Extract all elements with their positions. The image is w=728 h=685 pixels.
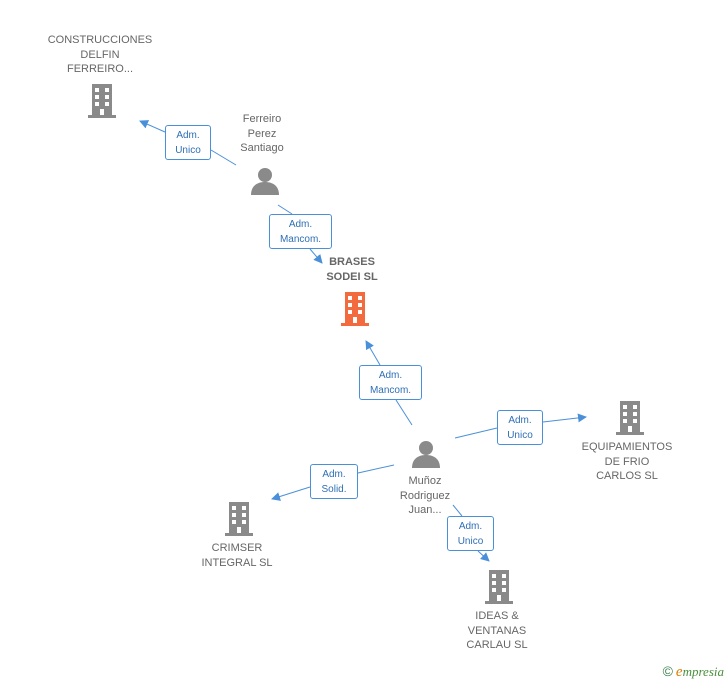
person-label-munoz-rodriguez[interactable]: Muñoz Rodriguez Juan... [399,475,451,516]
building-icon[interactable] [614,401,646,435]
relation-edge [357,464,395,474]
relation-edge [477,550,490,562]
person-label-ferreiro-perez[interactable]: Ferreiro Perez Santiago [240,113,284,154]
relation-edge [542,413,587,423]
role-badge-adm-unico[interactable]: Adm. Unico [497,410,543,445]
company-label-crimser[interactable]: CRIMSER INTEGRAL SL [201,542,273,569]
building-icon[interactable] [223,502,255,536]
copyright-icon: © [662,663,673,679]
relation-edge [395,399,413,426]
relation-edge [452,504,463,517]
main-company-label-brases-sodei[interactable]: BRASES SODEI SL [326,256,378,283]
relation-edge [139,120,166,133]
company-label-construcciones-delfin[interactable]: CONSTRUCCIONES DELFIN FERREIRO... [47,34,153,75]
relation-edge [309,248,323,264]
brand-name: mpresia [682,664,724,679]
building-icon[interactable] [86,84,118,118]
building-icon[interactable] [339,292,371,326]
building-icon[interactable] [483,570,515,604]
company-label-equipamientos-frio[interactable]: EQUIPAMIENTOS DE FRIO CARLOS SL [581,441,673,482]
company-label-ideas-ventanas[interactable]: IDEAS & VENTANAS CARLAU SL [466,610,528,651]
person-icon[interactable] [250,167,280,195]
relation-edge [271,486,311,501]
relation-edge [277,204,293,215]
relation-edge [454,427,498,439]
role-badge-adm-solid[interactable]: Adm. Solid. [310,464,358,499]
relation-edge [210,149,237,166]
relation-edge [365,340,381,366]
role-badge-adm-mancom[interactable]: Adm. Mancom. [359,365,422,400]
empresia-logo[interactable]: ©empresia [663,663,724,681]
role-badge-adm-mancom[interactable]: Adm. Mancom. [269,214,332,249]
role-badge-adm-unico[interactable]: Adm. Unico [447,516,494,551]
person-icon[interactable] [411,440,441,468]
brand-initial: e [675,664,683,680]
role-badge-adm-unico[interactable]: Adm. Unico [165,125,211,160]
